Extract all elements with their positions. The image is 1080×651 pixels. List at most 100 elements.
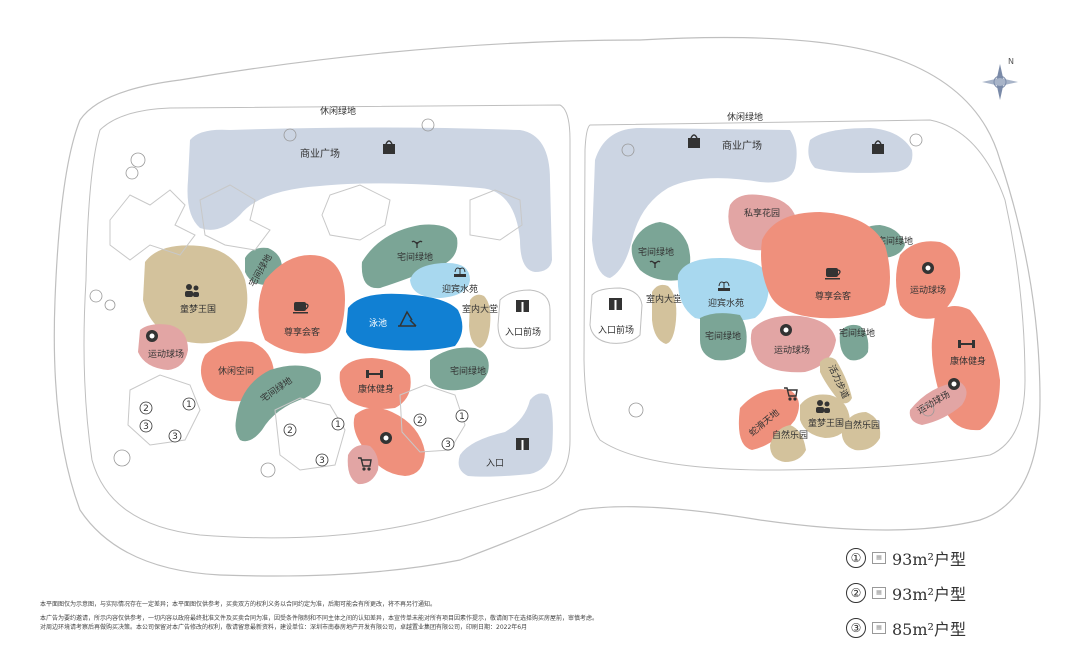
- right-house-green-b-label: 宅间绿地: [877, 235, 913, 247]
- unit-label: 3: [143, 422, 149, 432]
- right-house-green-c-label: 宅间绿地: [705, 330, 741, 342]
- left-sports-field-label: 运动球场: [148, 348, 184, 360]
- left-pool: [346, 293, 463, 351]
- right-entrance-plaza-label: 入口前场: [598, 324, 634, 336]
- left-house-green-c: [235, 365, 321, 442]
- right-leisure-green-label: 休闲绿地: [727, 111, 763, 123]
- left-unit-labels: 2 3 1 3 2 1 3 2 1 3: [139, 397, 469, 467]
- left-leisure-space-label: 休闲空间: [218, 365, 254, 377]
- right-entrance-plaza: [589, 287, 643, 344]
- unit-label: 2: [417, 416, 423, 426]
- stroller-icon-b: [784, 387, 798, 401]
- legend-text: 85m²户型: [892, 620, 966, 639]
- compass-icon: N: [982, 57, 1018, 100]
- left-entrance: [458, 393, 553, 477]
- right-club-label: 尊享会客: [815, 290, 851, 302]
- left-kids-kingdom-label: 童梦王国: [180, 303, 216, 315]
- ball-icon-e: [948, 378, 960, 390]
- right-house-green-d: [839, 324, 869, 361]
- right-house-green-c: [700, 313, 747, 361]
- right-club: [761, 212, 890, 319]
- right-indoor-lobby: [652, 284, 677, 344]
- unit-label: 2: [143, 404, 149, 414]
- right-site-boundary: [583, 119, 1026, 471]
- right-kids-kingdom: [800, 394, 850, 438]
- right-guest-water-label: 迎宾水苑: [708, 297, 744, 309]
- legend-text: 93m²户型: [892, 550, 966, 569]
- unit-label: 1: [335, 420, 341, 430]
- right-kids-kingdom-label: 童梦王国: [808, 417, 844, 429]
- left-pool-label: 泳池: [369, 317, 387, 329]
- fountain-icon-b: [718, 281, 730, 291]
- right-nature-park-b: [841, 412, 881, 451]
- legend-row: ① ▦ 93m²户型: [846, 546, 966, 570]
- plant-icon-b: [649, 260, 661, 268]
- left-leisure-green-label: 休闲绿地: [320, 105, 356, 117]
- legend-row: ② ▦ 93m²户型: [846, 581, 966, 605]
- coffee-cup-icon: [293, 302, 309, 314]
- legend-text: 93m²户型: [892, 585, 966, 604]
- right-commercial-plaza-label: 商业广场: [722, 139, 762, 152]
- left-guest-water-label: 迎宾水苑: [442, 283, 478, 295]
- left-house-green-b: [361, 224, 458, 289]
- left-house-green-d: [430, 347, 489, 391]
- ball-icon-b: [380, 432, 392, 444]
- left-entrance-plaza: [497, 289, 551, 349]
- unit-label: 2: [287, 426, 293, 436]
- ball-icon-c: [922, 262, 934, 274]
- unit-label: 3: [319, 456, 325, 466]
- right-house-green-a-label: 宅间绿地: [638, 246, 674, 258]
- unit-label: 1: [186, 400, 192, 410]
- stroller-icon: [358, 457, 372, 471]
- compass-north-label: N: [1008, 57, 1014, 66]
- plant-icon: [411, 240, 423, 248]
- right-nature-park-a-label: 自然乐园: [772, 429, 808, 441]
- right-indoor-lobby-label: 室内大堂: [646, 293, 682, 305]
- right-nature-park-a: [770, 425, 806, 462]
- dumbbell-icon-b: [958, 340, 975, 348]
- shopping-bag-icon-b: [688, 134, 700, 148]
- left-indoor-lobby: [469, 294, 491, 348]
- disclaimer-line2: 本广告为要约邀请，所示内容仅供参考，一切内容以政府最终批准文件及买卖合同为准，因…: [40, 615, 599, 631]
- fountain-icon: [454, 267, 466, 277]
- left-entrance-plaza-label: 入口前场: [505, 326, 541, 338]
- building-icon: ▦: [872, 552, 886, 564]
- unit-label: 3: [172, 432, 178, 442]
- left-entrance-label: 入口: [486, 458, 504, 469]
- left-commercial-plaza-label: 商业广场: [300, 147, 340, 160]
- coffee-cup-icon-b: [825, 268, 841, 280]
- right-vitality-steps: [820, 357, 852, 404]
- left-fitness: [339, 358, 411, 409]
- left-house-green-b-label: 宅间绿地: [397, 251, 433, 263]
- right-house-green-d-label: 宅间绿地: [839, 327, 875, 339]
- right-private-garden-label: 私享花园: [744, 207, 780, 219]
- left-indoor-lobby-label: 室内大堂: [462, 303, 498, 315]
- ball-icon: [146, 330, 158, 342]
- ball-icon-d: [780, 324, 792, 336]
- gate-icon-b: [516, 438, 529, 450]
- right-sports-field-b-label: 运动球场: [774, 344, 810, 356]
- right-fitness-label: 康体健身: [950, 355, 986, 367]
- right-sports-field-b: [750, 315, 836, 373]
- gate-icon: [516, 300, 529, 312]
- tree-icons: [89, 118, 935, 478]
- site-boundary: [53, 36, 1041, 577]
- disclaimer-line1: 本平面图仅为示意图，与实际情况存在一定差异；本平面图仅供参考，买卖双方的权利义务…: [40, 601, 437, 608]
- unit-label: 1: [459, 412, 465, 422]
- right-house-green-a: [631, 222, 691, 281]
- dumbbell-icon: [366, 370, 383, 378]
- left-site-boundary: [83, 104, 571, 539]
- left-club-label: 尊享会客: [284, 326, 320, 338]
- left-house-green-d-label: 宅间绿地: [450, 365, 486, 377]
- right-nature-park-b-label: 自然乐园: [844, 419, 880, 431]
- left-commercial-plaza: [187, 127, 552, 272]
- left-fitness-label: 康体健身: [358, 383, 394, 395]
- lounge-chair-icon: [398, 310, 417, 327]
- shopping-bag-icon-c: [872, 140, 884, 154]
- unit-label: 3: [445, 440, 451, 450]
- left-buildings: [109, 184, 523, 471]
- right-slide-land: [738, 389, 799, 450]
- building-icon: ▦: [872, 587, 886, 599]
- legend-number: ③: [846, 618, 866, 638]
